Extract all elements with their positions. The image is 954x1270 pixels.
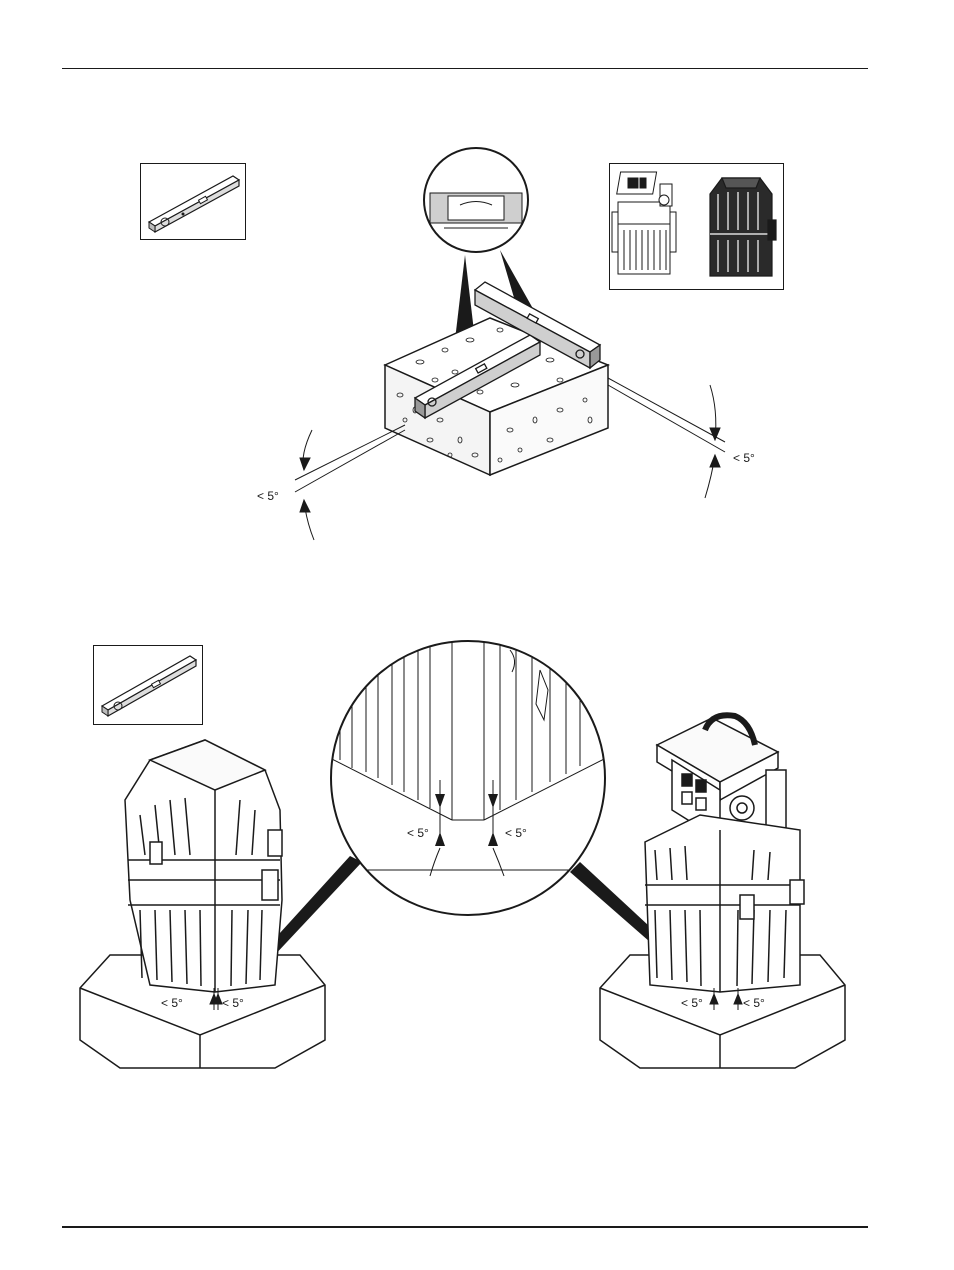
zoom-pointer-right xyxy=(570,862,716,990)
left-base xyxy=(80,955,325,1068)
right-base xyxy=(600,955,845,1068)
spirit-level-icon xyxy=(94,646,202,724)
right-portable-unit xyxy=(645,715,804,992)
angle-label-left: < 5° xyxy=(257,489,279,503)
left-enclosure-unit xyxy=(125,740,282,992)
right-unit-angle-arrows xyxy=(710,988,742,1010)
left-unit-angle-label-a: < 5° xyxy=(161,996,183,1010)
left-unit-angle-label-b: < 5° xyxy=(222,996,244,1010)
angle-label-right: < 5° xyxy=(733,451,755,465)
footer-rule xyxy=(62,1226,868,1228)
left-unit-angle-arrows xyxy=(210,988,222,1010)
spirit-level-inset-bottom xyxy=(93,645,203,725)
zoom-magnifier xyxy=(330,620,610,915)
angle-indicator-left xyxy=(295,425,405,540)
zoom-angle-label-left: < 5° xyxy=(407,826,429,840)
right-unit-angle-label-a: < 5° xyxy=(681,996,703,1010)
zoom-pointer-left xyxy=(228,856,362,992)
figure-level-surface xyxy=(0,0,954,600)
right-unit-angle-label-b: < 5° xyxy=(743,996,765,1010)
zoom-angle-label-right: < 5° xyxy=(505,826,527,840)
angle-indicator-right xyxy=(608,378,725,498)
